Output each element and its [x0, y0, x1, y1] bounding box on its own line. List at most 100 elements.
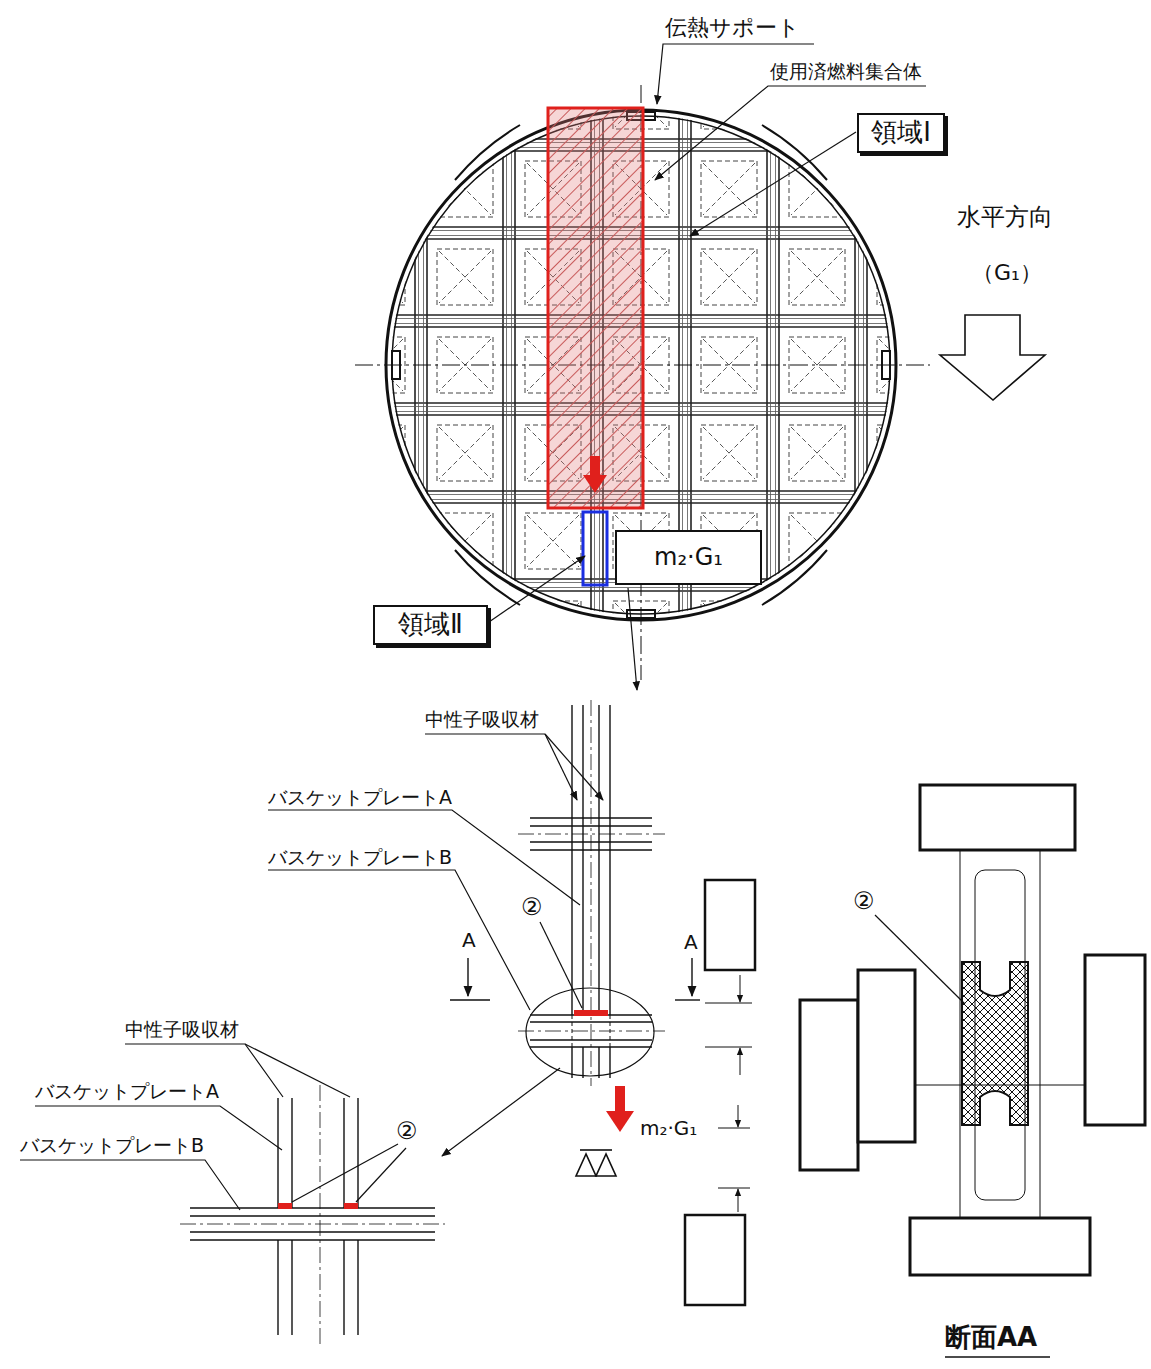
joint-detail-enlarged	[343, 1240, 344, 1335]
joint-detail	[571, 705, 572, 1015]
load-arrow	[583, 456, 607, 493]
joint-detail-enlarged	[357, 1240, 358, 1335]
load-model	[740, 1048, 741, 1075]
leader-lines	[690, 132, 856, 236]
enlarged-leaders	[20, 1044, 406, 1210]
section-aa	[910, 1218, 1090, 1275]
joint-detail-enlarged	[343, 1098, 344, 1208]
load-label: m₂·G₁	[640, 1116, 697, 1140]
section-marks	[450, 958, 700, 1000]
section-aa	[875, 915, 965, 1004]
leader-lines	[628, 588, 637, 690]
joint-detail-enlarged	[180, 1085, 445, 1345]
detail-leaders	[545, 734, 577, 800]
detail-leaders	[268, 734, 603, 1156]
load-model	[740, 975, 741, 1002]
load-model	[580, 1149, 612, 1151]
joint-detail-enlarged	[190, 1098, 435, 1335]
section-aa	[945, 1356, 1050, 1357]
load-model	[705, 1047, 752, 1048]
load-arrow	[590, 456, 600, 476]
load-model	[576, 880, 755, 1305]
region-label-box: 領域Ⅱ	[373, 605, 488, 645]
load-model	[705, 880, 755, 970]
joint-detail	[518, 700, 665, 1086]
joint-detail-enlarged	[190, 1207, 435, 1208]
enlarged-leaders	[20, 1160, 240, 1210]
joint-detail-enlarged	[190, 1231, 435, 1232]
load-box: m₂·G₁	[615, 530, 762, 585]
joint-detail	[518, 834, 665, 835]
part-name: バスケットプレートA	[268, 786, 452, 809]
section-aa	[858, 970, 915, 1142]
section-aa	[800, 1000, 858, 1170]
leader-lines	[489, 556, 585, 622]
node-text: 領域Ⅱ	[398, 609, 463, 640]
cask-basket	[455, 550, 520, 605]
section-marks	[467, 958, 468, 996]
section-title: 断面AA	[945, 1322, 1037, 1353]
direction-label: （G₁）	[972, 260, 1042, 286]
weld-mark	[278, 1203, 292, 1209]
section-aa	[962, 962, 1028, 1125]
node-text: 領域Ⅰ	[871, 117, 931, 148]
node-text: m₂·G₁	[654, 543, 723, 572]
section-marks	[675, 999, 700, 1000]
detail-leaders	[268, 870, 530, 1010]
detail-leaders	[268, 810, 580, 905]
joint-detail	[609, 705, 610, 1015]
cask-basket	[762, 550, 827, 605]
joint-detail	[530, 825, 652, 826]
joint-detail	[530, 841, 652, 842]
part-name: 使用済燃料集合体	[770, 60, 922, 83]
joint-detail	[530, 1046, 652, 1047]
joint-detail-enlarged	[277, 1098, 278, 1208]
detail-leaders	[540, 922, 582, 1008]
joint-detail-enlarged	[190, 1215, 435, 1216]
load-model	[576, 1154, 596, 1176]
joint-detail	[598, 705, 599, 1015]
load-model	[705, 1003, 752, 1004]
weld-mark	[344, 1203, 358, 1209]
part-name: バスケットプレートB	[20, 1134, 204, 1157]
detail-leaders	[442, 1068, 560, 1156]
load-model	[738, 1189, 739, 1212]
joint-detail-enlarged	[277, 1240, 278, 1335]
weld-mark	[574, 1010, 608, 1016]
section-aa	[920, 785, 1075, 850]
load-model	[718, 1188, 750, 1189]
joint-detail-enlarged	[291, 1240, 292, 1335]
region-i-frame	[548, 108, 643, 508]
enlarged-leaders	[245, 1044, 350, 1097]
load-arrow-small	[606, 1111, 634, 1132]
joint-detail	[530, 1039, 652, 1040]
load-model	[718, 1128, 750, 1129]
part-name: バスケットプレートA	[35, 1080, 219, 1103]
load-model	[685, 1215, 745, 1305]
direction-arrow	[940, 315, 1045, 400]
joint-detail-enlarged	[291, 1098, 292, 1208]
section-aa	[800, 785, 1145, 1357]
section-marks	[450, 999, 490, 1000]
callout-number: ②	[396, 1117, 418, 1146]
section-marks	[691, 958, 692, 996]
joint-detail	[530, 849, 652, 850]
load-model	[738, 1105, 739, 1127]
section-aa	[960, 850, 1040, 1218]
joint-detail	[526, 988, 654, 1076]
detail-leaders	[545, 734, 603, 800]
enlarged-leaders	[356, 1148, 406, 1202]
joint-detail	[598, 1047, 599, 1078]
weld-mark	[278, 1203, 358, 1209]
cask-basket	[762, 125, 827, 180]
section-mark: A	[462, 928, 476, 952]
load-model	[596, 1154, 616, 1176]
part-name: 中性子吸収材	[425, 708, 539, 731]
joint-detail-enlarged	[357, 1098, 358, 1208]
joint-detail-enlarged	[190, 1239, 435, 1240]
joint-detail-enlarged	[180, 1224, 445, 1225]
joint-detail	[571, 1047, 572, 1078]
load-arrow	[583, 475, 607, 493]
joint-detail	[591, 700, 592, 1086]
